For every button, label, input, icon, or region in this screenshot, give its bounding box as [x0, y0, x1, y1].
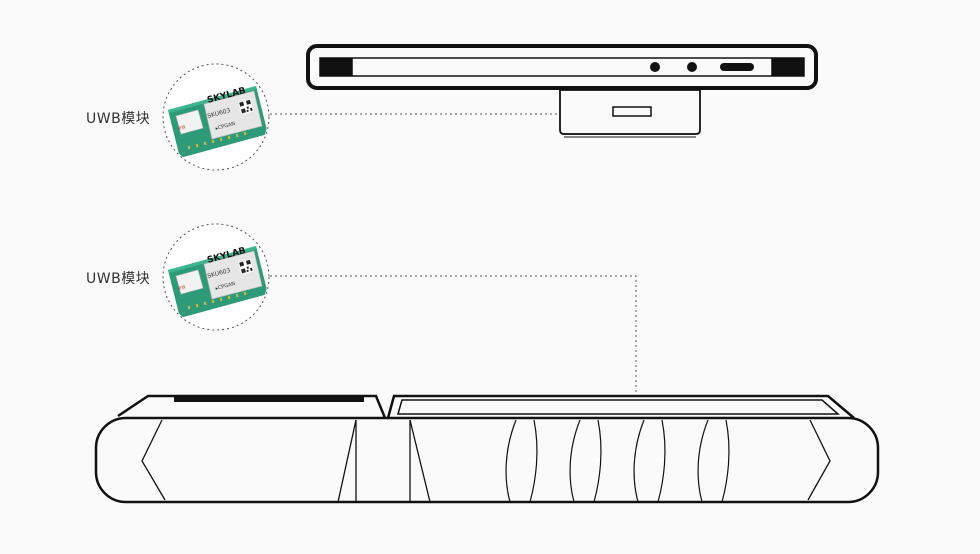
module-mark-1: ▸CPGAN [215, 121, 236, 132]
soundbar-device [94, 394, 880, 504]
uwb-module-callout-2: SKYLAB SKU603 ▸CPGAN 天线 [162, 223, 270, 331]
module-mark-2: ▸CPGAN [215, 281, 236, 292]
connector-line-2 [270, 275, 637, 392]
module-antenna-1: 天线 [177, 123, 186, 131]
uwb-module-label-1: UWB模块 [86, 111, 151, 127]
module-antenna-2: 天线 [177, 283, 186, 291]
display-bar [306, 44, 818, 90]
button-icon [650, 62, 660, 72]
button-icon [687, 62, 697, 72]
port-icon [720, 63, 754, 71]
uwb-module-callout-1: SKYLAB SKU603 ▸CPGAN 天线 [162, 63, 270, 171]
uwb-module-label-2: UWB模块 [86, 271, 151, 287]
uwb-anchor-box [559, 89, 701, 138]
